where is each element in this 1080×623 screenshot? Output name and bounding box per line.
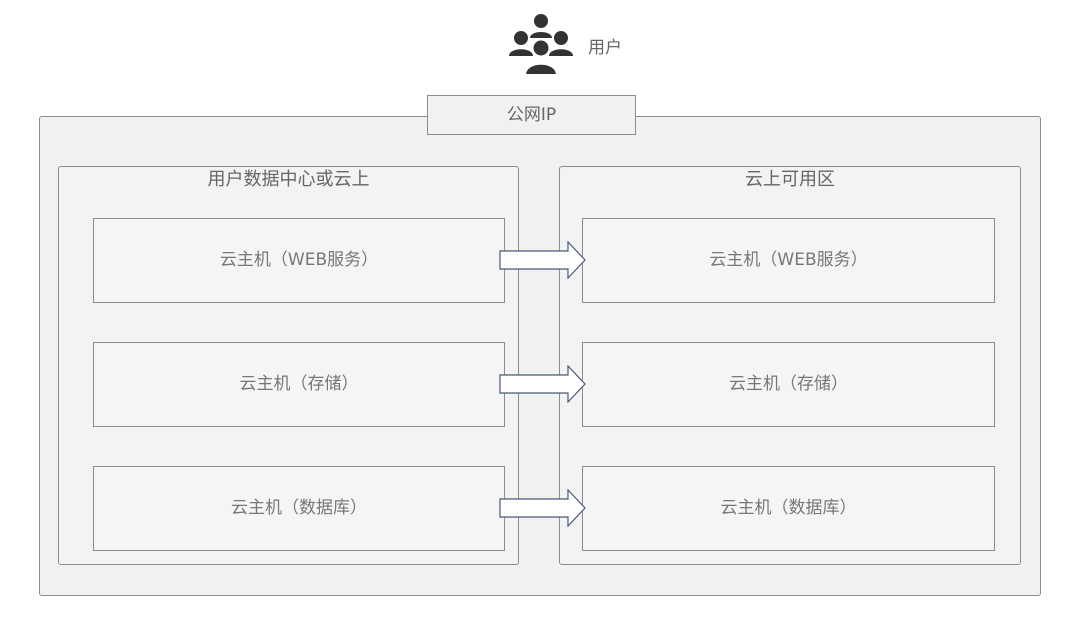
right-arrow-icon — [499, 489, 586, 527]
users-group-icon — [509, 14, 573, 76]
right-arrow-icon — [499, 241, 586, 279]
source-database-host: 云主机（数据库） — [93, 466, 505, 551]
users-label: 用户 — [588, 38, 622, 58]
target-web-host: 云主机（WEB服务） — [582, 218, 995, 303]
public-ip-box: 公网IP — [427, 95, 636, 135]
zone-title: 云上可用区 — [745, 169, 835, 190]
right-arrow-icon — [499, 365, 586, 403]
target-storage-host: 云主机（存储） — [582, 342, 995, 427]
target-database-host: 云主机（数据库） — [582, 466, 995, 551]
source-storage-host: 云主机（存储） — [93, 342, 505, 427]
zone-title: 用户数据中心或云上 — [207, 169, 370, 190]
source-web-host: 云主机（WEB服务） — [93, 218, 505, 303]
